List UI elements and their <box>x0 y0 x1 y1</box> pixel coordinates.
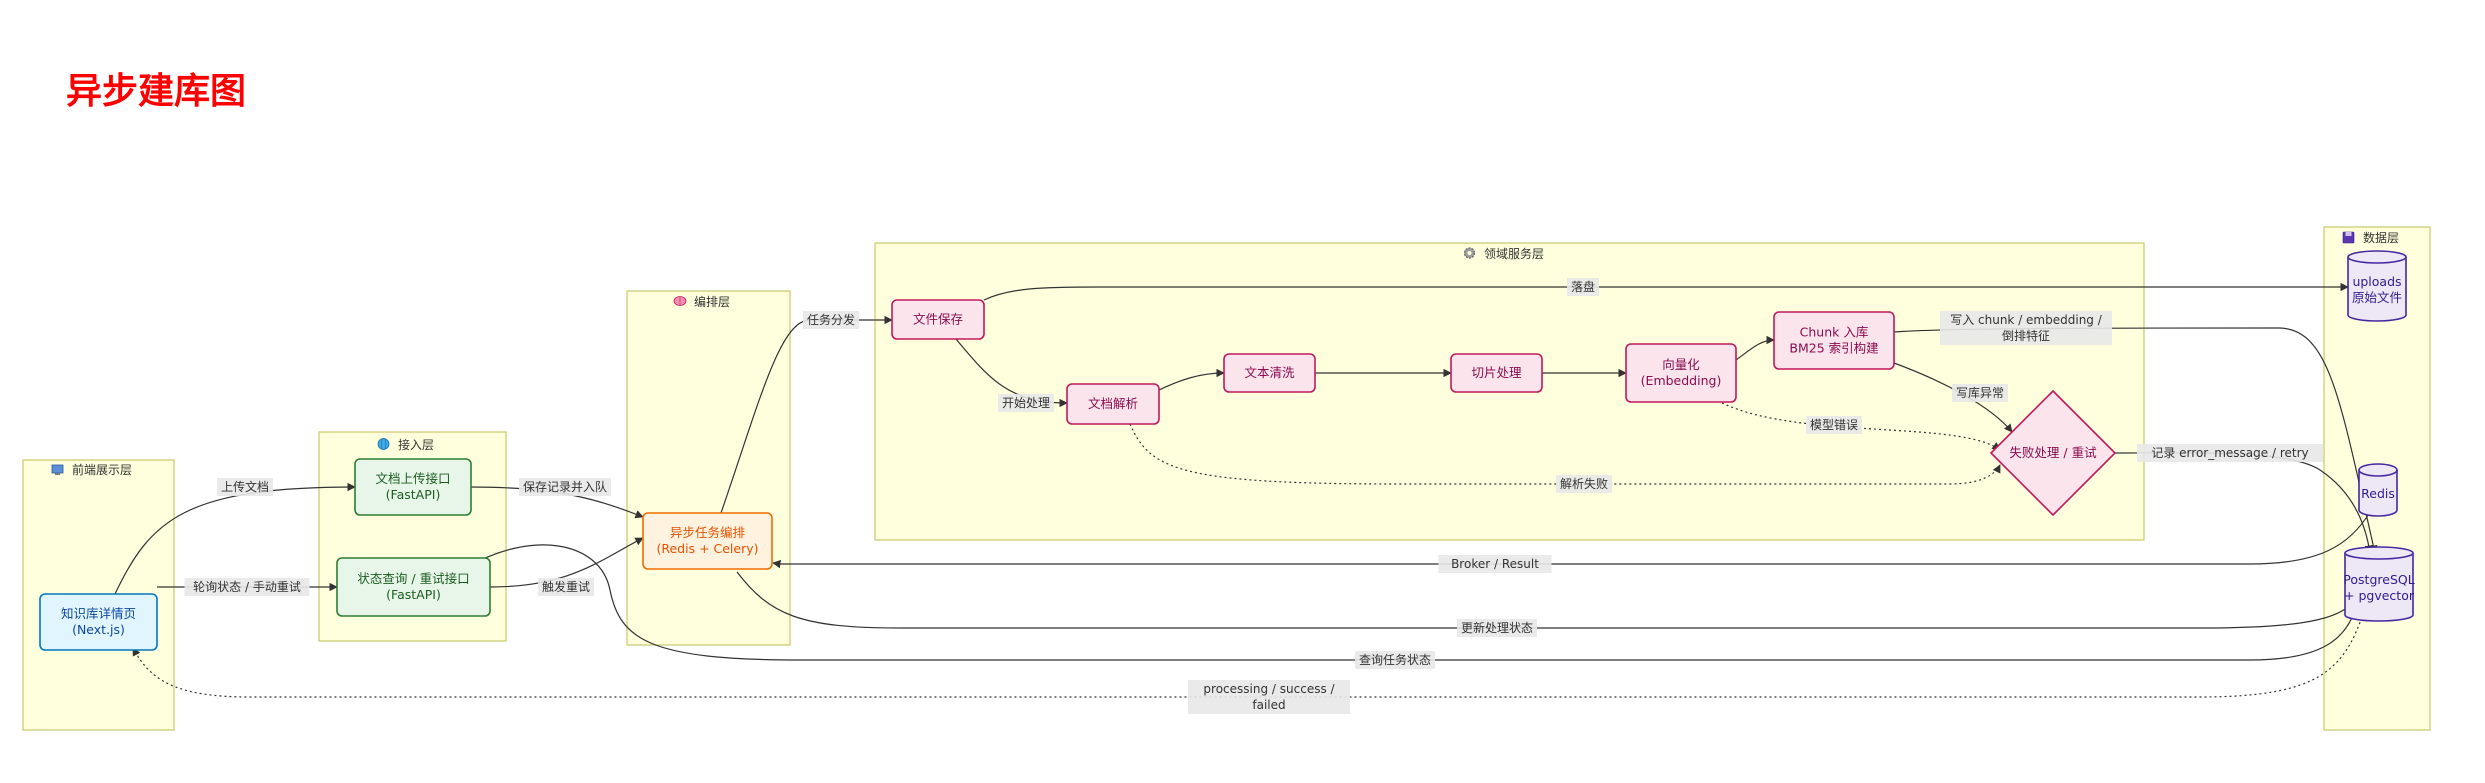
node-chunk-store-label: Chunk 入库 <box>1800 325 1869 340</box>
edge-label-text: 轮询状态 / 手动重试 <box>193 579 301 594</box>
node-text-clean: 文本清洗 <box>1223 353 1316 393</box>
edge-label-text: processing / success / <box>1203 682 1335 696</box>
edges-group <box>114 282 2378 698</box>
node-async-orchestrator-label: 异步任务编排 <box>670 525 746 540</box>
edge-label-dispatch: 任务分发 <box>803 311 859 329</box>
node-chunking-label: 切片处理 <box>1471 365 1522 380</box>
globe-icon <box>377 438 390 450</box>
edge-label-write-chunk: 写入 chunk / embedding /倒排特征 <box>1940 311 2112 345</box>
edge-label-text: 保存记录并入队 <box>523 479 607 494</box>
edge-label-persist: 落盘 <box>1567 278 1599 296</box>
node-text-clean-label: 文本清洗 <box>1244 365 1295 380</box>
node-upload-api-label: (FastAPI) <box>386 487 441 502</box>
node-uploads-storage-label: 原始文件 <box>2352 290 2402 305</box>
edge-embed-store <box>1735 335 1775 361</box>
edge-label-update-status: 更新处理状态 <box>1457 619 1537 637</box>
node-status-retry-api: 状态查询 / 重试接口(FastAPI) <box>336 557 491 617</box>
edge-label-text: 倒排特征 <box>2002 328 2050 343</box>
node-async-orchestrator: 异步任务编排(Redis + Celery) <box>642 512 773 570</box>
floppy-disk-icon <box>2342 231 2355 244</box>
node-file-save-label: 文件保存 <box>913 312 963 327</box>
node-uploads-storage-label: uploads <box>2352 274 2401 289</box>
edge-label-text: failed <box>1252 698 1285 712</box>
node-status-retry-api-label: (FastAPI) <box>386 587 441 602</box>
layer-title-access: 接入层 <box>398 437 434 452</box>
edge-label-text: 模型错误 <box>1810 418 1858 432</box>
node-upload-api-label: 文档上传接口 <box>375 471 450 486</box>
edge-label-query-status: 查询任务状态 <box>1355 651 1435 669</box>
edge-label-start-process: 开始处理 <box>998 394 1054 412</box>
node-embedding-label: 向量化 <box>1662 357 1700 372</box>
edge-label-text: 解析失败 <box>1560 476 1608 491</box>
node-postgresql-label: PostgreSQL <box>2343 572 2414 587</box>
brain-icon <box>673 296 687 306</box>
edge-label-text: 开始处理 <box>1002 396 1050 410</box>
node-redis: Redis <box>2358 463 2398 517</box>
edge-trigger-retry <box>489 537 644 588</box>
node-file-save: 文件保存 <box>891 299 985 340</box>
node-upload-api: 文档上传接口(FastAPI) <box>354 458 472 516</box>
node-kb-detail-page-label: (Next.js) <box>72 622 125 637</box>
gear-icon <box>1463 247 1476 259</box>
edge-broker-result <box>772 511 2371 569</box>
edge-label-poll-status: 轮询状态 / 手动重试 <box>184 578 310 596</box>
layer-title-domain: 领域服务层 <box>1484 246 1544 261</box>
edge-label-status-values: processing / success / failed <box>1188 680 1350 714</box>
node-failure-retry-label: 失败处理 / 重试 <box>2009 445 2097 460</box>
edge-label-model-error: 模型错误 <box>1806 416 1862 434</box>
edge-label-text: 触发重试 <box>542 579 590 594</box>
node-chunking: 切片处理 <box>1450 353 1543 393</box>
node-postgresql: PostgreSQL+ pgvector <box>2343 546 2415 622</box>
edge-label-text: 记录 error_message / retry <box>2151 446 2308 460</box>
layer-orchestration: 编排层 <box>626 290 791 646</box>
node-embedding: 向量化(Embedding) <box>1625 343 1737 403</box>
edge-label-trigger-retry: 触发重试 <box>538 578 594 596</box>
edge-status-values <box>132 607 2366 698</box>
edge-label-text: 写入 chunk / embedding / <box>1950 313 2103 327</box>
edge-persist <box>983 282 2349 301</box>
node-postgresql-label: + pgvector <box>2344 588 2415 603</box>
layer-title-frontend: 前端展示层 <box>72 462 132 477</box>
node-status-retry-api-label: 状态查询 / 重试接口 <box>357 571 469 586</box>
node-doc-parse-label: 文档解析 <box>1088 396 1138 411</box>
node-redis-label: Redis <box>2361 486 2395 501</box>
edge-label-text: 任务分发 <box>807 312 855 327</box>
edge-label-save-enqueue: 保存记录并入队 <box>519 478 611 496</box>
edge-label-db-error: 写库异常 <box>1952 384 2008 402</box>
node-kb-detail-page: 知识库详情页(Next.js) <box>39 593 158 651</box>
node-doc-parse: 文档解析 <box>1066 383 1160 425</box>
layer-title-orchestration: 编排层 <box>694 294 730 309</box>
edge-label-broker-result: Broker / Result <box>1438 555 1552 573</box>
edge-label-text: 更新处理状态 <box>1461 620 1533 635</box>
computer-icon <box>51 464 64 475</box>
node-async-orchestrator-label: (Redis + Celery) <box>656 541 758 556</box>
edge-label-parse-fail: 解析失败 <box>1556 475 1612 493</box>
edge-update-status <box>736 571 2356 629</box>
edge-label-record-error: 记录 error_message / retry <box>2137 444 2323 462</box>
nodes-group: 知识库详情页(Next.js)文档上传接口(FastAPI)状态查询 / 重试接… <box>39 250 2415 651</box>
node-chunk-store-label: BM25 索引构建 <box>1789 341 1879 356</box>
edge-label-upload-doc: 上传文档 <box>217 478 273 496</box>
edge-parse-clean <box>1158 368 1225 391</box>
edge-label-text: 上传文档 <box>221 479 269 494</box>
edge-label-text: Broker / Result <box>1451 557 1539 571</box>
edge-label-text: 写库异常 <box>1956 385 2004 400</box>
node-failure-retry: 失败处理 / 重试 <box>1989 389 2117 517</box>
edge-upload-doc <box>114 482 356 595</box>
edge-query-status <box>465 544 2357 661</box>
node-kb-detail-page-label: 知识库详情页 <box>61 606 136 621</box>
edge-model-error <box>1721 402 2001 451</box>
layer-title-data: 数据层 <box>2363 230 2399 245</box>
edge-label-text: 查询任务状态 <box>1359 652 1431 667</box>
edge-label-text: 落盘 <box>1571 279 1595 294</box>
page-title: 异步建库图 <box>66 71 247 112</box>
node-embedding-label: (Embedding) <box>1641 373 1722 388</box>
